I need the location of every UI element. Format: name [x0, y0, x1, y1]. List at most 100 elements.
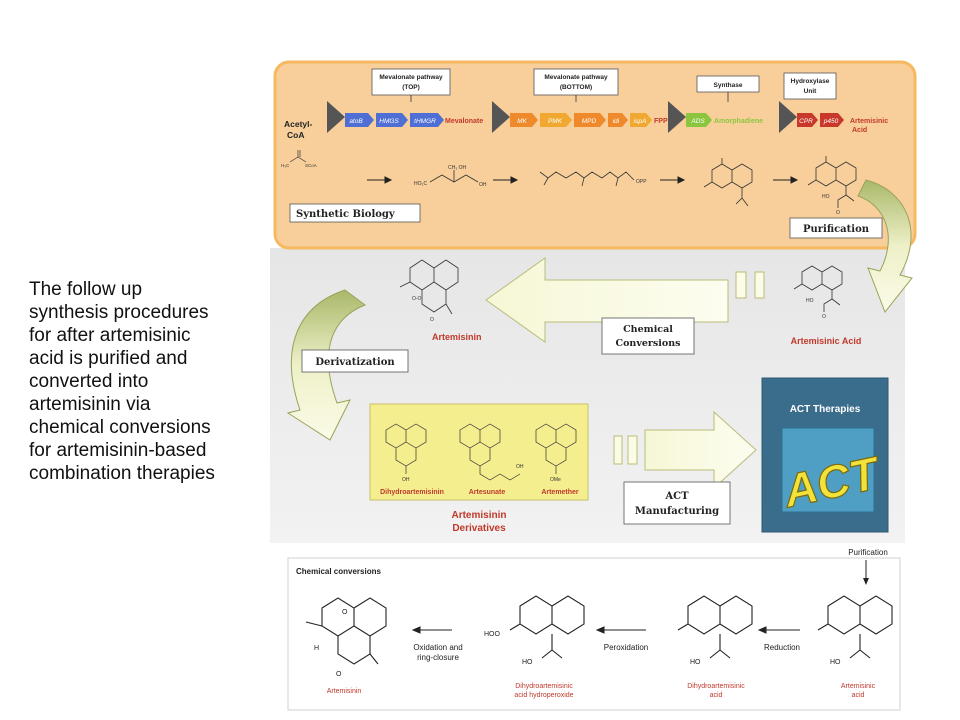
bottom-step-arrows: [411, 626, 800, 634]
caption-line: combination therapies: [29, 463, 215, 484]
svg-text:OMe: OMe: [550, 477, 561, 483]
compound-dha: Dihydroartemisinic: [687, 683, 745, 690]
artemisinin-label-mid: Artemisinin: [432, 332, 482, 342]
promoter-4: [779, 101, 797, 133]
caption-line: for artemisinin-based: [29, 440, 207, 461]
caption-line: chemical conversions: [29, 417, 211, 438]
svg-text:HO: HO: [822, 194, 830, 200]
purification-label: Purification: [803, 224, 870, 235]
red-gene-cluster: [797, 113, 844, 127]
act-manufacturing-label: ACT: [664, 491, 689, 502]
svg-text:O-O: O-O: [412, 296, 422, 302]
gene-atob: atoB: [349, 118, 363, 125]
chemical-conversions-label-2: Conversions: [616, 338, 681, 349]
blue-gene-cluster: [345, 113, 444, 127]
step-reduction: Reduction: [764, 643, 800, 652]
synthetic-biology-panel: [273, 60, 917, 250]
gene-idi: idi: [613, 118, 620, 125]
artemisinin-derivatives-label-2: Derivatives: [452, 523, 506, 534]
artemether-label: Artemether: [541, 489, 579, 496]
opp-label: OPP: [636, 179, 647, 185]
step-oxidation: Oxidation and: [413, 643, 462, 652]
mevalonate-structure: [429, 170, 479, 183]
gene-p450: p450: [823, 118, 839, 125]
mevalonate-top-box: [371, 68, 451, 96]
svg-text:O: O: [430, 317, 434, 323]
gene-hmgs: HMGS: [379, 118, 399, 125]
mevalonate-bottom-box: [533, 68, 619, 96]
gene-thmgr: tHMGR: [414, 118, 436, 125]
step-oxidation-2: ring-closure: [417, 653, 459, 662]
svg-text:HOO: HOO: [484, 631, 501, 638]
svg-text:HO₂C: HO₂C: [414, 181, 427, 187]
chemical-conversions-label: Chemical: [623, 324, 673, 335]
derivative-structures: [385, 423, 577, 481]
derivatization-box: [301, 349, 409, 373]
svg-text:HO: HO: [830, 659, 841, 666]
artemisinin-structure-mid: [399, 259, 459, 315]
derivatives-box: [369, 403, 589, 501]
svg-text:H: H: [314, 645, 319, 652]
promoter-2: [492, 101, 510, 133]
gene-cpr: CPR: [799, 118, 813, 125]
hydroxylase-box: [783, 72, 837, 100]
acetyl-coa-label-2: CoA: [287, 130, 304, 140]
caption-line: converted into: [29, 371, 149, 392]
bottom-purification-label: Purification: [848, 548, 888, 557]
compound-artemisinic-acid-2: acid: [852, 692, 865, 699]
step-peroxidation: Peroxidation: [604, 643, 648, 652]
mevalonate-bottom-label: Mevalonate pathway: [544, 74, 608, 81]
svg-text:OH: OH: [402, 477, 410, 483]
hydroxylase-label: Hydroxylase: [791, 78, 830, 85]
ads-gene: [686, 113, 712, 127]
svg-text:OH: OH: [479, 182, 487, 188]
compound-dha-hydroperoxide-2: acid hydroperoxide: [514, 692, 573, 699]
bottom-title: Chemical conversions: [296, 567, 381, 576]
gene-pmk: PMK: [548, 118, 563, 125]
mevalonate-top-label: Mevalonate pathway: [379, 74, 443, 81]
svg-text:H₃C: H₃C: [281, 163, 290, 168]
act-manufacturing-box: [623, 481, 731, 525]
middle-row: O-O O Artemisinin Chemical Conversions H…: [301, 257, 889, 534]
gene-ispa: ispA: [634, 118, 647, 125]
chemical-conversions-panel: [287, 557, 901, 711]
derivatization-label: Derivatization: [315, 357, 395, 368]
mevalonate-bottom-sub: (BOTTOM): [560, 84, 592, 91]
amorphadiene-structure: [703, 158, 753, 207]
svg-text:O: O: [336, 671, 342, 678]
svg-text:O: O: [342, 609, 348, 616]
orange-gene-cluster: [510, 113, 652, 127]
chemical-conversions-box: [601, 317, 695, 355]
purification-box: [789, 217, 883, 239]
mevalonate-top-sub: (TOP): [402, 84, 420, 91]
mevalonate-label: Mevalonate: [445, 118, 483, 125]
caption-line: The follow up: [29, 279, 143, 300]
fpp-structure: [539, 171, 635, 187]
artesunate-label: Artesunate: [469, 489, 506, 496]
acetyl-coa-structure: [289, 150, 307, 163]
artemisinic-acid-product: Artemisinic: [850, 118, 888, 125]
caption-line: artemisinin via: [29, 394, 151, 415]
bottom-panel: Chemical conversions Purification: [287, 548, 901, 711]
svg-text:CH₃ OH: CH₃ OH: [448, 165, 467, 171]
artemisinic-acid-structure-mid: [793, 265, 843, 312]
svg-text:O: O: [822, 314, 826, 320]
compound-artemisinin: Artemisinin: [327, 688, 362, 695]
top-panel: Mevalonate pathway (TOP) Mevalonate path…: [273, 60, 917, 250]
acetyl-coa-label: Acetyl-: [284, 119, 313, 129]
svg-text:HO: HO: [806, 298, 814, 304]
compound-artemisinic-acid: Artemisinic: [841, 683, 876, 690]
svg-text:HO: HO: [522, 659, 533, 666]
compound-dha-hydroperoxide: Dihydroartemisinic: [515, 683, 573, 690]
gene-mk: MK: [517, 118, 527, 125]
svg-text:O: O: [836, 210, 840, 216]
act-manufacturing-label-2: Manufacturing: [635, 506, 719, 517]
dihydroartemisinin-label: Dihydroartemisinin: [380, 489, 444, 496]
amorphadiene-label: Amorphadiene: [714, 118, 763, 125]
caption-line: for after artemisinic: [29, 325, 191, 346]
act-logo-box: [781, 427, 875, 513]
gene-ads: ADS: [690, 118, 705, 125]
svg-text:SCoA: SCoA: [305, 163, 317, 168]
fpp-label: FPP: [654, 118, 668, 125]
